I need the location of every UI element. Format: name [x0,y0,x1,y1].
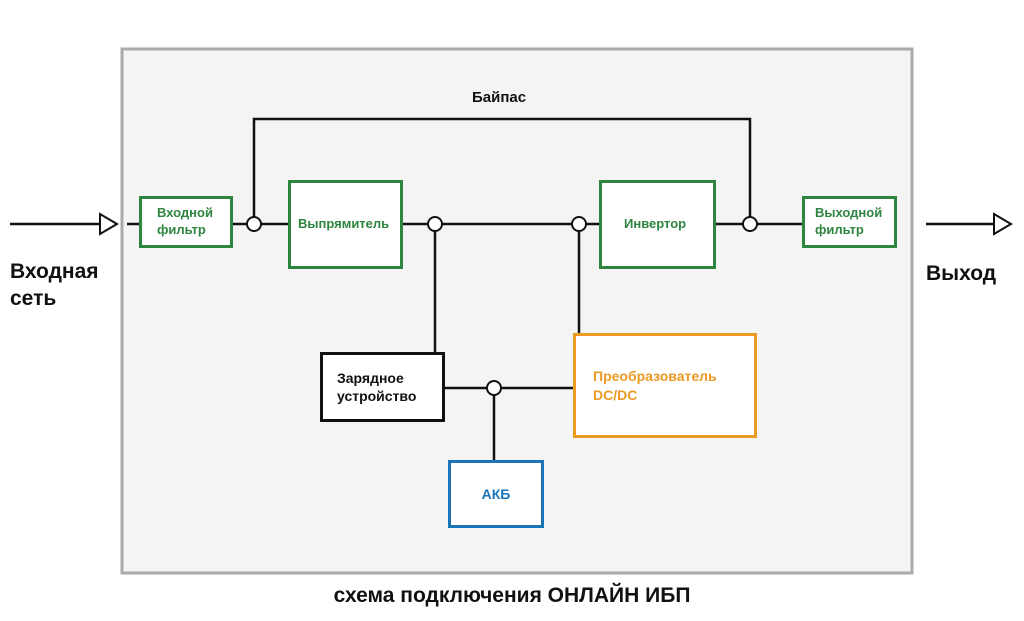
output-filter-label-line2: фильтр [815,222,864,237]
inverter-label: Инвертор [624,216,687,232]
output-label: Выход [926,262,997,285]
input-network-label-line1: Входная [10,260,99,283]
junction-node-battery [486,380,502,396]
battery-block: АКБ [448,460,544,528]
input-filter-label-line1: Входной [157,205,213,221]
rectifier-label: Выпрямитель [298,216,390,232]
bypass-label: Байпас [472,89,527,106]
inverter-block: Инвертор [599,180,716,269]
charger-block: Зарядное устройство [320,352,445,422]
input-network-label: Входная сеть [10,258,99,313]
rectifier-block: Выпрямитель [288,180,403,269]
converter-label-line1: Преобразователь [593,368,717,385]
junction-node-rectifier [427,216,443,232]
bypass-line [252,117,752,224]
battery-label: АКБ [481,485,511,502]
input-arrow-icon [99,212,119,236]
junction-node-bypass-in [246,216,262,232]
input-filter-block: Входной фильтр [139,196,233,248]
output-filter-block: Выходной фильтр [802,196,897,248]
diagram-caption: схема подключения ОНЛАЙН ИБП [333,584,691,607]
output-arrow-icon [993,212,1013,236]
input-network-label-line2: сеть [10,287,57,311]
charger-label-line1: Зарядное [337,369,404,386]
input-filter-label-line2: фильтр [157,222,206,237]
junction-node-inverter [571,216,587,232]
converter-label-line2: DC/DC [593,386,638,403]
charger-label-line2: устройство [337,388,417,404]
junction-node-bypass-out [742,216,758,232]
dc-dc-converter-block: Преобразователь DC/DC [573,333,757,438]
output-filter-label-line1: Выходной [815,205,883,221]
